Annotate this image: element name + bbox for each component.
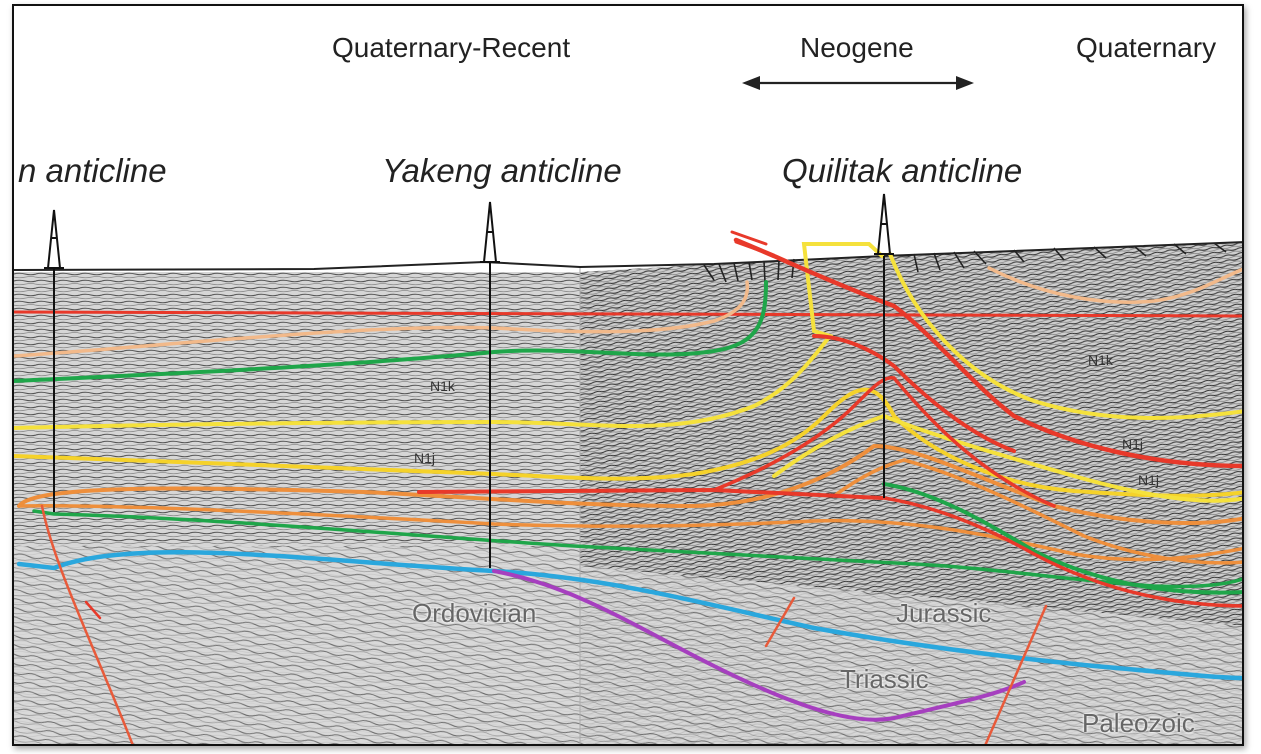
label-n1k-left: N1k (430, 378, 455, 394)
derrick-yakeng-icon (480, 201, 500, 263)
header-neogene: Neogene (800, 32, 914, 63)
horizon-yellow-1 (14, 242, 884, 430)
anticline-quilitak-label: Quilitak anticline (782, 152, 1023, 189)
fault-left-deep (40, 504, 134, 744)
label-jurassic: Jurassic (896, 598, 992, 628)
surface-ticks (703, 242, 1227, 283)
fault-thrust-4 (882, 496, 1242, 608)
label-paleozoic: Paleozoic (1082, 708, 1195, 738)
fault-right-deep (984, 604, 1048, 744)
derrick-left-icon (44, 209, 64, 269)
label-n1j-right-2: N1j (1138, 472, 1160, 488)
label-ordovician: Ordovician (412, 598, 537, 628)
fault-thrust-1 (733, 237, 1242, 469)
header-quaternary-recent: Quaternary-Recent (332, 32, 571, 63)
anticline-yakeng-label: Yakeng anticline (382, 152, 622, 189)
faults (40, 230, 1242, 744)
anticline-left-label: n anticline (18, 152, 167, 189)
header-quaternary: Quaternary (1076, 32, 1217, 63)
fault-small (764, 596, 796, 648)
seismic-background (14, 242, 1242, 744)
wells (44, 193, 894, 568)
label-n1j-left: N1j (414, 450, 436, 466)
derrick-quilitak-icon (874, 193, 894, 255)
horizon-green-lower (32, 509, 1242, 589)
horizon-peach-right (987, 266, 1242, 304)
horizon-green-upper (14, 280, 768, 383)
horizon-green-right (882, 482, 1242, 595)
fault-arrow-left (84, 600, 102, 620)
seismic-figure: Quaternary-Recent Neogene Quaternary n a… (12, 4, 1244, 746)
label-triassic: Triassic (840, 664, 929, 694)
neogene-arrow (742, 76, 974, 90)
label-n1j-right-1: N1j (1122, 436, 1144, 452)
label-n1k-right: N1k (1088, 352, 1113, 368)
horizon-yellow-2 (888, 252, 1242, 420)
horizon-purple (492, 569, 1026, 722)
horizon-yellow-3 (14, 387, 1242, 498)
fault-thrust-2 (812, 334, 1016, 453)
fault-thrust-3 (712, 376, 1056, 508)
horizon-blue (16, 549, 1242, 681)
fault-arrow-top (730, 230, 768, 254)
horizons (14, 242, 1242, 722)
horizon-orange-2 (17, 503, 1242, 562)
horizon-yellow-4 (772, 413, 1242, 503)
seismic-section (14, 76, 1242, 744)
horizon-peach (14, 280, 750, 358)
horizon-red-flat (14, 310, 1242, 318)
